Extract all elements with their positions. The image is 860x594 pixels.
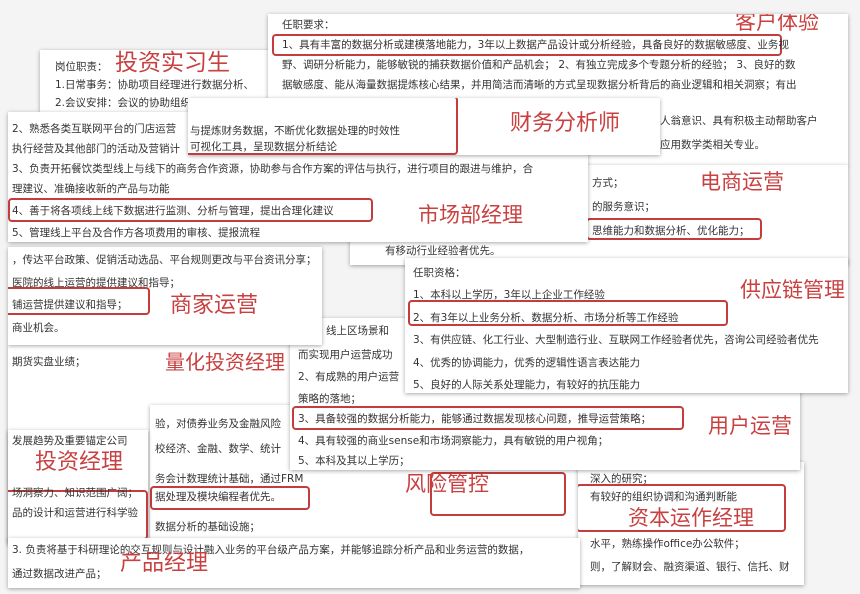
job-title-label: 商家运营	[170, 293, 259, 318]
requirement-line: 任职资格：	[413, 267, 466, 279]
requirement-line: 铺运营提供建议和指导；	[12, 299, 128, 311]
requirement-line: 5、本科及其以上学历；	[298, 455, 410, 467]
highlight-box	[430, 472, 566, 516]
requirement-line: 2、有成熟的用户运营	[298, 371, 400, 383]
job-title-label: 财务分析师	[510, 111, 621, 136]
requirement-line: 可视化工具，呈现数据分析结论	[190, 141, 337, 153]
job-title-label: 投资实习生	[115, 50, 230, 76]
highlight-box	[8, 287, 150, 315]
requirement-line: 通过数据改进产品；	[12, 568, 107, 580]
job-card: 任职资格： 1、本科以上学历，3年以上企业工作经验 2、有3年以上业务分析、数据分析…	[405, 258, 848, 393]
job-title-label: 用户运营	[708, 414, 792, 438]
job-title-label: 市场部经理	[418, 203, 523, 227]
requirement-line: 5、管理线上平台及合作方各项费用的审核、提报流程	[12, 227, 261, 239]
requirement-line: 应用数学类相关专业。	[660, 139, 765, 151]
job-title-label: 资本运作经理	[628, 506, 754, 530]
highlight-box	[272, 34, 782, 56]
requirement-line: 3、负责开拓餐饮类型线上与线下的商务合作资源，协助参与合作方案的评估与执行，进行…	[12, 163, 534, 175]
requirement-line: 1、本科以上学历，3年以上企业工作经验	[413, 289, 605, 301]
requirement-line: 商业机会。	[12, 322, 65, 334]
requirement-line: 品的设计和运营进行科学验	[12, 507, 138, 519]
job-title-label: 量化投资经理	[165, 350, 285, 374]
requirement-line: 3、具备较强的数据分析能力，能够通过数据发现核心问题，推导运营策略；	[298, 413, 652, 425]
highlight-box	[188, 98, 458, 155]
highlight-box	[150, 486, 310, 510]
highlight-box	[578, 484, 786, 532]
requirement-line: 2.会议安排：会议的协助组织	[55, 97, 192, 109]
highlight-box	[8, 198, 373, 222]
requirement-line: 5、良好的人际关系处理能力，有较好的抗压能力	[413, 379, 641, 391]
requirement-line: 1、具有丰富的数据分析或建模落地能力，3年以上数据产品设计或分析经验，具备良好的…	[282, 39, 789, 51]
job-title-label: 电商运营	[700, 170, 784, 194]
requirement-line: 思维能力和数据分析、优化能力；	[592, 225, 750, 237]
requirement-line: 野、调研分析能力，能够敏锐的捕获数据价值和产品机会； 2、有独立完成多个专题分析…	[282, 59, 796, 71]
requirement-line: 人翁意识、具有积极主动帮助客户	[660, 115, 818, 127]
requirement-line: 验，对债券业务及金融风险	[155, 418, 281, 430]
requirement-line: 4、善于将各项线上线下数据进行监测、分析与管理，提出合理化建议	[12, 205, 334, 217]
requirement-line: 水平，熟练操作office办公软件；	[590, 538, 745, 550]
requirement-line: 1.日常事务：协助项目经理进行数据分析、	[55, 79, 255, 91]
requirement-line: 3. 负责将基于科研理论的交互规则与设计融入业务的平台级产品方案，并能够追踪分析…	[12, 544, 530, 556]
requirement-line: 4、具有较强的商业sense和市场洞察能力，具有敏锐的用户视角；	[298, 435, 609, 447]
requirement-line: 策略的落地；	[298, 393, 361, 405]
requirement-line: 执行经营及其他部门的活动及营销计	[12, 143, 180, 155]
requirement-line: 深入的研究；	[590, 473, 653, 485]
requirement-line: 校经济、金融、数学、统计	[155, 443, 281, 455]
job-card: 任职要求： 1、具有丰富的数据分析或建模落地能力，3年以上数据产品设计或分析经验，…	[268, 14, 848, 166]
job-title-label: 客户体验	[735, 14, 819, 34]
job-card: 深入的研究； 有较好的组织协调和沟通判断能水平，熟练操作office办公软件； 则，…	[578, 462, 804, 585]
job-card: 3. 负责将基于科研理论的交互规则与设计融入业务的平台级产品方案，并能够追踪分析…	[8, 538, 580, 588]
job-title-label: 产品经理	[120, 551, 209, 576]
requirement-line: 场洞察力、知识范围广阔；	[12, 487, 138, 499]
requirement-line: 发展趋势及重要锚定公司	[12, 435, 128, 447]
job-title-label: 投资经理	[35, 450, 124, 475]
requirement-line: 4、优秀的协调能力，优秀的逻辑性语言表达能力	[413, 357, 641, 369]
job-title-label: 供应链管理	[740, 278, 845, 302]
requirement-line: 方式；	[592, 177, 624, 189]
requirement-line: 的服务意识；	[592, 201, 655, 213]
requirement-line: 2、熟悉各类互联网平台的门店运营	[12, 123, 177, 135]
requirement-line: 医院的线上运营的提供建议和指导；	[12, 277, 180, 289]
requirement-line: 有较好的组织协调和沟通判断能	[590, 491, 737, 503]
requirement-line: 有移动行业经验者优先。	[385, 245, 501, 257]
requirement-line: 期货实盘业绩；	[12, 356, 86, 368]
job-title-label: 风险管控	[405, 472, 489, 496]
requirement-line: 3、有供应链、化工行业、大型制造行业、互联网工作经验者优先，咨询公司经验者优先	[413, 334, 819, 346]
requirement-line: 岗位职责：	[55, 61, 108, 73]
highlight-box	[292, 406, 684, 430]
requirement-line: 与提炼财务数据，不断优化数据处理的时效性	[190, 125, 400, 137]
requirement-line: 任职要求：	[282, 19, 335, 31]
job-card: 发展趋势及重要锚定公司场洞察力、知识范围广阔； 品的设计和运营进行科学验 投资经理	[8, 430, 148, 542]
requirement-line: 数据分析的基础设施；	[155, 521, 260, 533]
requirement-line: 2、有3年以上业务分析、数据分析、市场分析等工作经验	[413, 312, 679, 324]
requirement-line: 而实现用户运营成功	[298, 349, 393, 361]
requirement-line: 据处理及模块编程者优先。	[155, 491, 281, 503]
job-card: 与提炼财务数据，不断优化数据处理的时效性可视化工具，呈现数据分析结论 财务分析师	[188, 98, 660, 155]
requirement-line: 则，了解财会、融资渠道、银行、信托、财	[590, 561, 790, 573]
requirement-line: 线上区场景和	[326, 325, 389, 337]
requirement-line: 据敏感度、能从海量数据提炼核心结果，并用简洁而清晰的方式呈现数据分析背后的商业逻…	[282, 79, 797, 91]
requirement-line: 理建议、准确接收新的产品与功能	[12, 183, 170, 195]
job-card: 岗位职责： 1.日常事务：协助项目经理进行数据分析、 2.会议安排：会议的协助组织 投…	[40, 50, 270, 112]
requirement-line: 务会计数理统计基础，通过FRM	[155, 473, 304, 485]
highlight-box	[408, 300, 728, 326]
requirement-line: ，传达平台政策、促销活动选品、平台规则更改与平台资讯分享；	[12, 254, 317, 266]
job-card: ，传达平台政策、促销活动选品、平台规则更改与平台资讯分享； 医院的线上运营的提供建…	[8, 247, 322, 345]
